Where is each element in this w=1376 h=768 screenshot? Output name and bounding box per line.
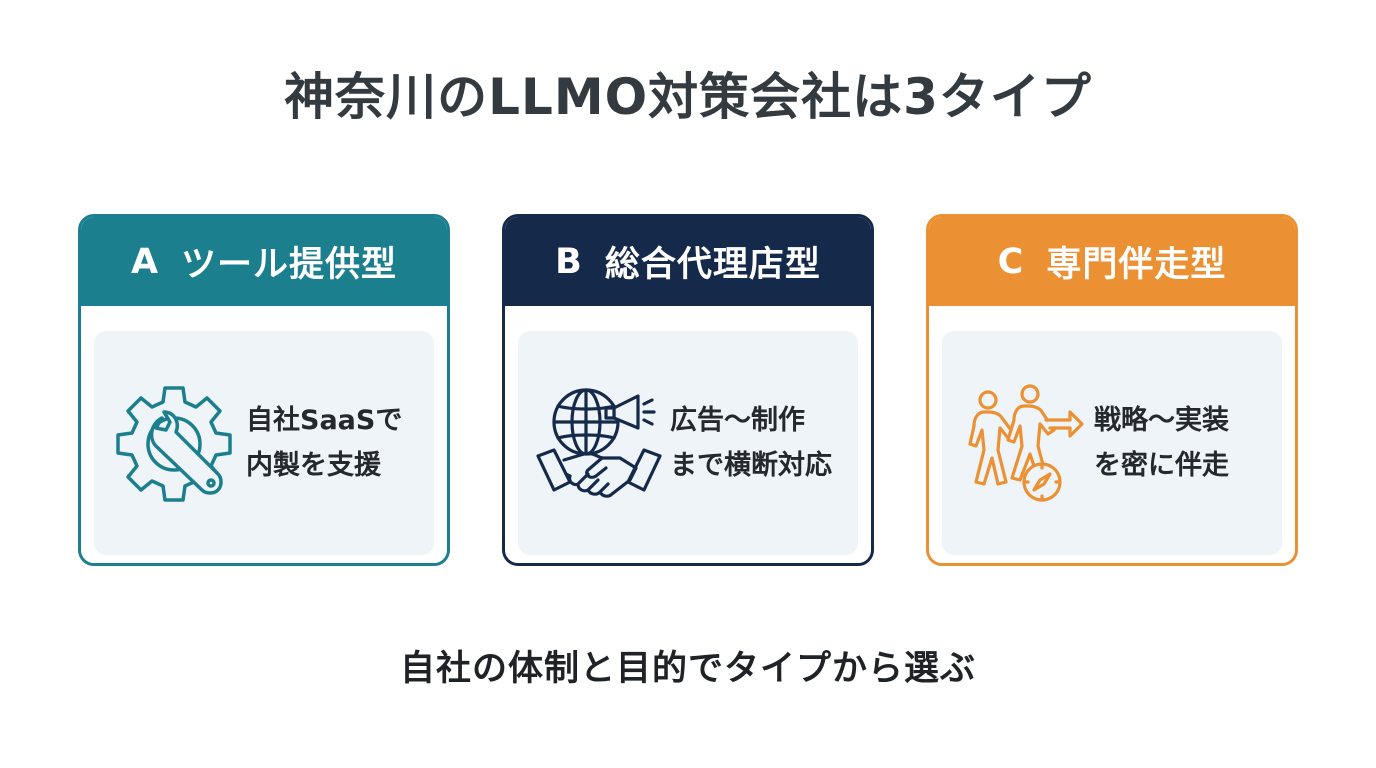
card-body: 自社SaaSで 内製を支援 (94, 331, 434, 555)
globe-megaphone-handshake-icon (536, 388, 662, 498)
card-description-line: 内製を支援 (246, 450, 381, 481)
footer-message: 自社の体制と目的でタイプから選ぶ (399, 649, 976, 689)
card-description-line: 戦略〜実装 (1094, 405, 1229, 436)
card-description: 広告〜制作 まで横断対応 (670, 398, 832, 488)
card-description-line: まで横断対応 (670, 450, 832, 481)
card-letter: B (555, 241, 583, 282)
card-body: 戦略〜実装 を密に伴走 (942, 331, 1282, 555)
card-title: 専門伴走型 (1046, 245, 1227, 285)
card-header-type-c: C 専門伴走型 (929, 217, 1295, 309)
card-description-line: を密に伴走 (1094, 450, 1229, 481)
card-description-line: 広告〜制作 (670, 405, 805, 436)
card-description: 戦略〜実装 を密に伴走 (1094, 398, 1229, 488)
card-description: 自社SaaSで 内製を支援 (246, 398, 402, 488)
card-header-type-a: A ツール提供型 (81, 217, 447, 309)
card-header-type-b: B 総合代理店型 (505, 217, 871, 309)
card-body: 広告〜制作 まで横断対応 (518, 331, 858, 555)
card-title: 総合代理店型 (604, 245, 821, 285)
page-title: 神奈川のLLMO対策会社は3タイプ (284, 68, 1092, 126)
card-description-line: 自社SaaSで (246, 405, 403, 436)
card-type-c: C 専門伴走型 戦略〜実装 を密に伴走 (926, 214, 1298, 566)
card-type-b: B 総合代理店型 広告〜制作 まで横断対応 (502, 214, 874, 566)
card-title: ツール提供型 (181, 245, 398, 285)
card-letter: C (997, 241, 1025, 282)
gear-wrench-icon (116, 386, 232, 502)
walking-people-compass-icon (968, 384, 1084, 502)
card-type-a: A ツール提供型 自社SaaSで 内製を支援 (78, 214, 450, 566)
card-letter: A (130, 241, 160, 282)
